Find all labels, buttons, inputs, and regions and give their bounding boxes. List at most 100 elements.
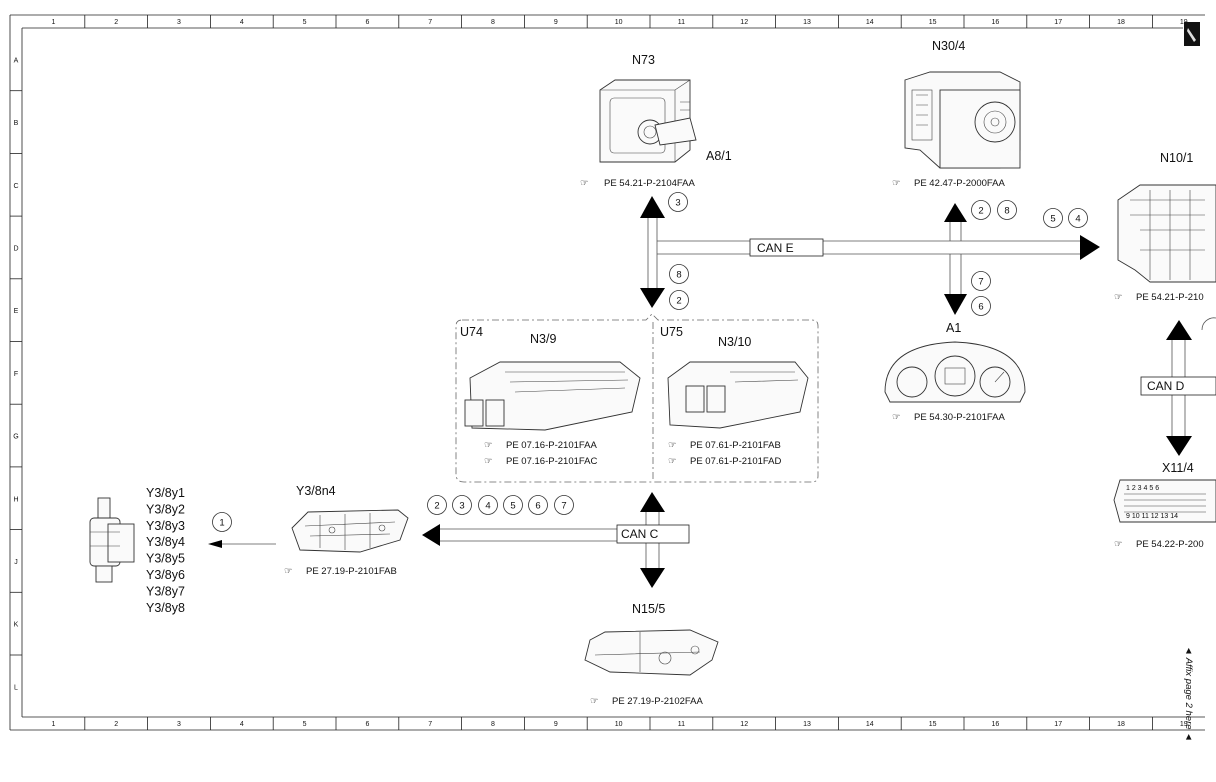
n3-9-references: ☞ PE 07.16-P-2101FAA ☞ PE 07.16-P-2101FA… — [484, 440, 597, 467]
page-corner-icon — [1184, 22, 1200, 46]
n10-1-reference: ☞ PE 54.21-P-210 — [1114, 292, 1204, 303]
callout-number: 1 — [219, 518, 224, 529]
n3-10-ecu-drawing — [667, 361, 809, 429]
callout-number: 6 — [978, 302, 983, 313]
can-d-bus: CAN D — [1140, 317, 1216, 456]
callout-circle — [669, 290, 689, 310]
n15-5-reference: ☞ PE 27.19-P-2102FAA — [590, 696, 703, 707]
grid-column-label: 3 — [177, 19, 181, 26]
ecu-dash-dot-box — [455, 313, 819, 483]
n3-10-ref2-text: PE 07.61-P-2101FAD — [690, 456, 781, 467]
grid-column-label: 14 — [866, 19, 874, 26]
grid-column-label: 2 — [114, 19, 118, 26]
can-e-bus: CAN E — [640, 196, 1100, 315]
callout-circle — [503, 495, 523, 515]
grid-column-label: 7 — [428, 19, 432, 26]
hand-pointer-icon: ☞ — [668, 456, 677, 467]
callout-circle — [528, 495, 548, 515]
grid-column-label: 10 — [615, 721, 623, 728]
n10-1-ref-text: PE 54.21-P-210 — [1136, 292, 1204, 303]
n10-1-sam-drawing — [1117, 184, 1216, 283]
callout-circle — [1068, 208, 1088, 228]
can-c-bus: CAN C — [422, 492, 690, 588]
grid-column-label: 12 — [740, 721, 748, 728]
callout-number: 2 — [978, 206, 983, 217]
y3-8y-label: Y3/8y8 — [146, 601, 185, 615]
grid-column-label: 5 — [303, 721, 307, 728]
n15-5-ref-text: PE 27.19-P-2102FAA — [612, 696, 703, 707]
x11-4-ref-text: PE 54.22-P-200 — [1136, 539, 1204, 550]
grid-column-label: 17 — [1054, 721, 1062, 728]
grid-row-label: J — [14, 559, 18, 566]
callout-number: 4 — [485, 501, 490, 512]
callout-number: 6 — [535, 501, 540, 512]
grid-column-label: 11 — [678, 19, 685, 26]
callout-number: 8 — [1004, 206, 1009, 217]
callout-circle — [668, 192, 688, 212]
grid-row-label: D — [13, 245, 18, 252]
y3-8y-label: Y3/8y5 — [146, 552, 185, 566]
callout-circle — [452, 495, 472, 515]
y3-8n4-reference: ☞ PE 27.19-P-2101FAB — [284, 566, 397, 577]
grid-row-label: G — [13, 434, 18, 441]
grid-column-label: 4 — [240, 19, 244, 26]
n73-ignition-switch-drawing — [599, 79, 697, 163]
y3-8y-solenoid-valve-drawing — [89, 497, 135, 583]
grid-row-label: L — [14, 684, 18, 691]
grid-column-label: 8 — [491, 721, 495, 728]
callout-circle — [971, 271, 991, 291]
hand-pointer-icon: ☞ — [580, 178, 589, 189]
hand-pointer-icon: ☞ — [484, 456, 493, 467]
n3-9-ref2-text: PE 07.16-P-2101FAC — [506, 456, 597, 467]
x11-4-label: X11/4 — [1162, 461, 1194, 475]
grid-column-label: 6 — [365, 19, 369, 26]
x11-4-reference: ☞ PE 54.22-P-200 — [1114, 539, 1204, 550]
y3-8y-label: Y3/8y7 — [146, 584, 185, 598]
grid-column-label: 11 — [678, 721, 685, 728]
grid-column-label: 13 — [803, 721, 811, 728]
callout-circle — [669, 264, 689, 284]
grid-column-label: 3 — [177, 721, 181, 728]
a1-instrument-cluster-drawing — [884, 341, 1026, 403]
y3-8y-labels: Y3/8y1Y3/8y2Y3/8y3Y3/8y4Y3/8y5Y3/8y6Y3/8… — [146, 486, 185, 615]
n30-4-ref-text: PE 42.47-P-2000FAA — [914, 178, 1005, 189]
can-d-label: CAN D — [1147, 379, 1185, 393]
callout-number: 3 — [675, 198, 680, 209]
callout-number: 7 — [561, 501, 566, 512]
n3-10-label: N3/10 — [718, 335, 751, 349]
grid-row-label: E — [14, 308, 19, 315]
grid-column-label: 13 — [803, 19, 811, 26]
n15-5-selector-module-drawing — [584, 629, 719, 676]
y3-8y-label: Y3/8y3 — [146, 519, 185, 533]
callout-number: 8 — [676, 270, 681, 281]
callout-circle — [1043, 208, 1063, 228]
grid-row-label: H — [13, 496, 18, 503]
can-c-label: CAN C — [621, 527, 659, 541]
callout-number: 7 — [978, 277, 983, 288]
n3-9-label: N3/9 — [530, 332, 556, 346]
n3-10-references: ☞ PE 07.61-P-2101FAB ☞ PE 07.61-P-2101FA… — [668, 440, 781, 467]
y3-8n4-conductor-plate-drawing — [291, 509, 409, 553]
grid-column-label: 16 — [992, 721, 1000, 728]
grid-column-label: 18 — [1117, 19, 1125, 26]
grid-column-label: 6 — [365, 721, 369, 728]
sheet-frame — [9, 14, 1205, 731]
y3-8y-label: Y3/8y2 — [146, 502, 185, 516]
y3-8y-label: Y3/8y1 — [146, 486, 185, 500]
grid-column-label: 19 — [1180, 721, 1188, 728]
grid-column-label: 17 — [1054, 19, 1062, 26]
grid-column-label: 7 — [428, 721, 432, 728]
callout-circle — [427, 495, 447, 515]
u74-label: U74 — [460, 325, 483, 339]
grid-column-label: 19 — [1180, 19, 1188, 26]
a1-label: A1 — [946, 321, 961, 335]
hand-pointer-icon: ☞ — [284, 566, 293, 577]
hand-pointer-icon: ☞ — [892, 178, 901, 189]
n30-4-label: N30/4 — [932, 39, 965, 53]
grid-row-label: K — [14, 622, 19, 629]
grid-column-label: 9 — [554, 721, 558, 728]
